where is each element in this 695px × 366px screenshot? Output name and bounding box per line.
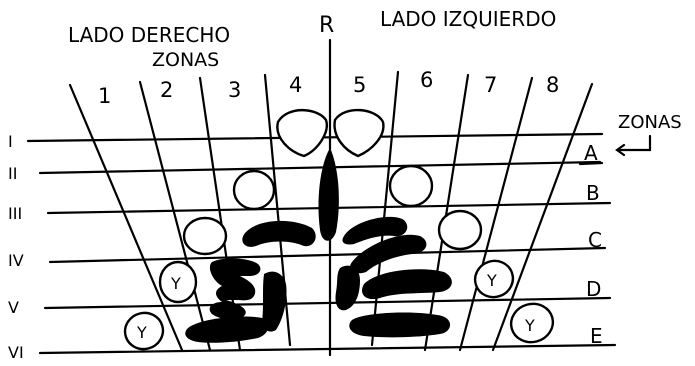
row-roman-label: I	[8, 132, 13, 151]
right-side-title: LADO DERECHO	[68, 23, 230, 47]
row-roman-label: II	[8, 164, 17, 183]
row-letter-label: D	[586, 277, 601, 301]
zone-number: 4	[289, 73, 302, 97]
zone-number: 7	[484, 73, 497, 97]
tooth-outline	[184, 218, 226, 254]
zones-title: ZONAS	[152, 49, 219, 71]
row-line	[50, 248, 605, 262]
zone-number: 2	[160, 78, 173, 102]
zones-side-label: ZONAS	[618, 112, 682, 133]
roman-row-labels: I II III IV V VI	[8, 132, 24, 361]
tooth-outline	[277, 110, 326, 156]
row-letter-label: E	[590, 324, 603, 348]
zone-divider-line	[70, 85, 182, 350]
vertical-zone-numbers: 1 2 3 4 5 6 7 8	[98, 68, 559, 108]
row-letter-label: C	[588, 228, 602, 252]
zone-divider-line	[372, 72, 398, 345]
center-label: R	[319, 13, 334, 38]
row-letter-label: B	[586, 181, 600, 205]
tooth-mark: Y	[170, 274, 181, 293]
arrow-icon	[617, 136, 650, 155]
row-roman-label: III	[8, 204, 22, 223]
row-line	[40, 345, 615, 353]
zone-number: 1	[98, 84, 111, 108]
letter-row-labels: A B C D E	[580, 141, 603, 348]
solid-shape	[318, 148, 338, 241]
tooth-outline	[335, 110, 384, 156]
zone-number: 6	[420, 68, 433, 92]
solid-shape	[242, 221, 315, 247]
solid-shape	[335, 266, 360, 311]
tooth-mark: Y	[486, 271, 497, 290]
zone-number: 3	[228, 78, 241, 102]
solid-shape	[185, 316, 268, 342]
row-line	[40, 162, 600, 173]
solid-shape	[349, 313, 450, 338]
tooth-mark: Y	[524, 316, 535, 335]
row-roman-label: VI	[8, 343, 24, 361]
row-letter-label: A	[584, 141, 598, 165]
tooth-outline	[234, 171, 274, 209]
solid-shape	[362, 269, 452, 299]
tooth-outline	[390, 166, 432, 206]
zone-divider-line	[140, 82, 210, 350]
tooth-outline	[439, 211, 481, 249]
tooth-mark: Y	[136, 323, 147, 342]
zone-number: 5	[353, 73, 366, 97]
row-roman-label: IV	[8, 251, 24, 270]
left-side-title: LADO IZQUIERDO	[380, 7, 556, 31]
zone-number: 8	[546, 73, 559, 97]
solid-shape	[210, 258, 261, 319]
row-roman-label: V	[8, 298, 19, 317]
letter-underline	[580, 163, 602, 164]
